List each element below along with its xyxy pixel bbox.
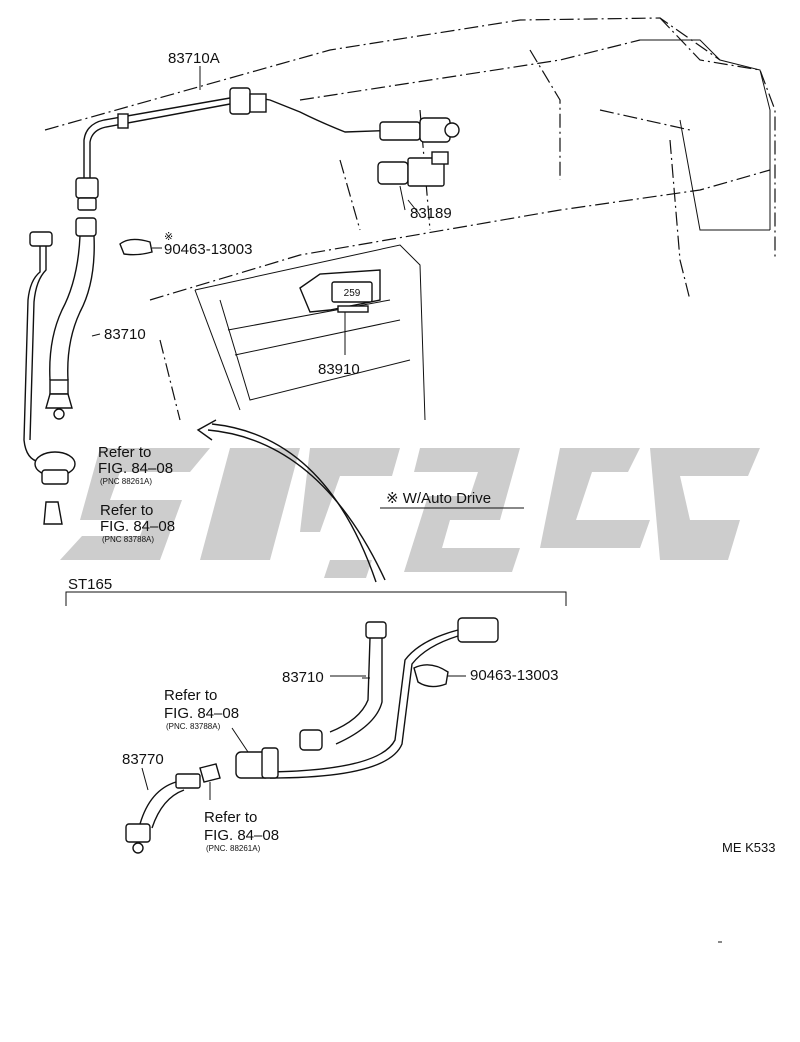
refer4-fig: FIG. 84–08 xyxy=(204,827,279,844)
main-cable-83710 xyxy=(45,217,101,420)
refer2-pnc: (PNC 83788A) xyxy=(102,535,154,544)
connector-83189 xyxy=(377,151,449,211)
refer3-pnc: (PNC. 83788A) xyxy=(166,722,221,731)
label-83710a: 83710A xyxy=(168,50,220,67)
labels: 83710A 83189 ※ 90463-13003 83710 83910 R… xyxy=(68,50,775,943)
st165-bracket xyxy=(65,591,567,606)
reference-arrow xyxy=(196,419,386,583)
label-clip-upper: 90463-13003 xyxy=(164,241,252,258)
meter-83910: 259 xyxy=(299,269,381,355)
label-clip-lower: 90463-13003 xyxy=(470,667,558,684)
label-83910: 83910 xyxy=(318,361,360,378)
label-83189: 83189 xyxy=(410,205,452,222)
refer1-fig: FIG. 84–08 xyxy=(98,460,173,477)
meter-display: 259 xyxy=(344,288,361,299)
sensor-harness xyxy=(23,231,76,525)
dashboard-outline xyxy=(44,17,776,421)
auto-drive-note: ※ W/Auto Drive xyxy=(386,490,491,507)
driven-gear-83770 xyxy=(125,763,221,854)
figure-code: ME K533 xyxy=(722,840,775,855)
upper-cable-83710a xyxy=(75,87,460,211)
label-83710-main: 83710 xyxy=(104,326,146,343)
label-83770: 83770 xyxy=(122,751,164,768)
refer3-fig: FIG. 84–08 xyxy=(164,705,239,722)
lower-cable-83710 xyxy=(299,621,387,751)
watermark-logo xyxy=(60,448,760,578)
refer4-text: Refer to xyxy=(204,809,257,826)
lower-harness xyxy=(235,617,499,779)
refer1-pnc: (PNC 88261A) xyxy=(100,477,152,486)
refer4-pnc: (PNC. 88261A) xyxy=(206,844,261,853)
label-83710-lower: 83710 xyxy=(282,669,324,686)
dashboard-lines xyxy=(194,39,771,421)
refer2-text: Refer to xyxy=(100,502,153,519)
leader-lines xyxy=(199,66,421,800)
refer1-text: Refer to xyxy=(98,444,151,461)
refer2-fig: FIG. 84–08 xyxy=(100,518,175,535)
refer3-text: Refer to xyxy=(164,687,217,704)
clip-upper-mark: ※ xyxy=(164,231,173,243)
clip-lower xyxy=(413,664,466,688)
clip-upper xyxy=(119,238,162,256)
label-st165: ST165 xyxy=(68,576,112,593)
